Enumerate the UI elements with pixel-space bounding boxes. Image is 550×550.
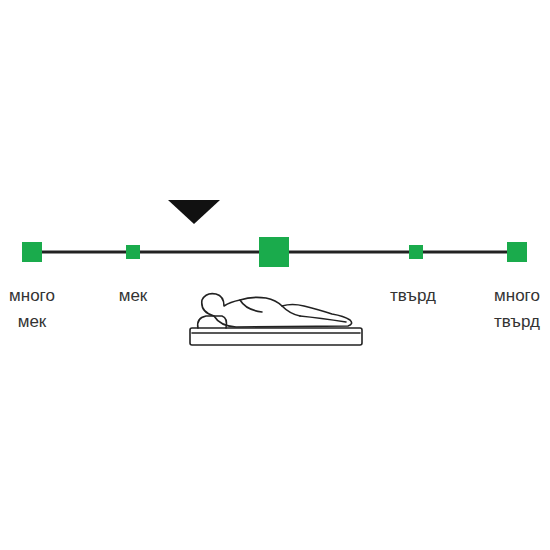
scale-mark: [259, 237, 289, 267]
scale-mark: [126, 245, 140, 259]
firmness-label: много мек: [9, 283, 55, 335]
scale-mark: [409, 245, 423, 259]
sleeper-illustration: [190, 294, 362, 345]
firmness-label: мек: [119, 283, 148, 309]
firmness-label: твърд: [390, 283, 436, 309]
scale-mark: [22, 242, 42, 262]
firmness-label: много твърд: [494, 283, 540, 335]
position-pointer: [168, 200, 220, 224]
scale-mark: [507, 242, 527, 262]
